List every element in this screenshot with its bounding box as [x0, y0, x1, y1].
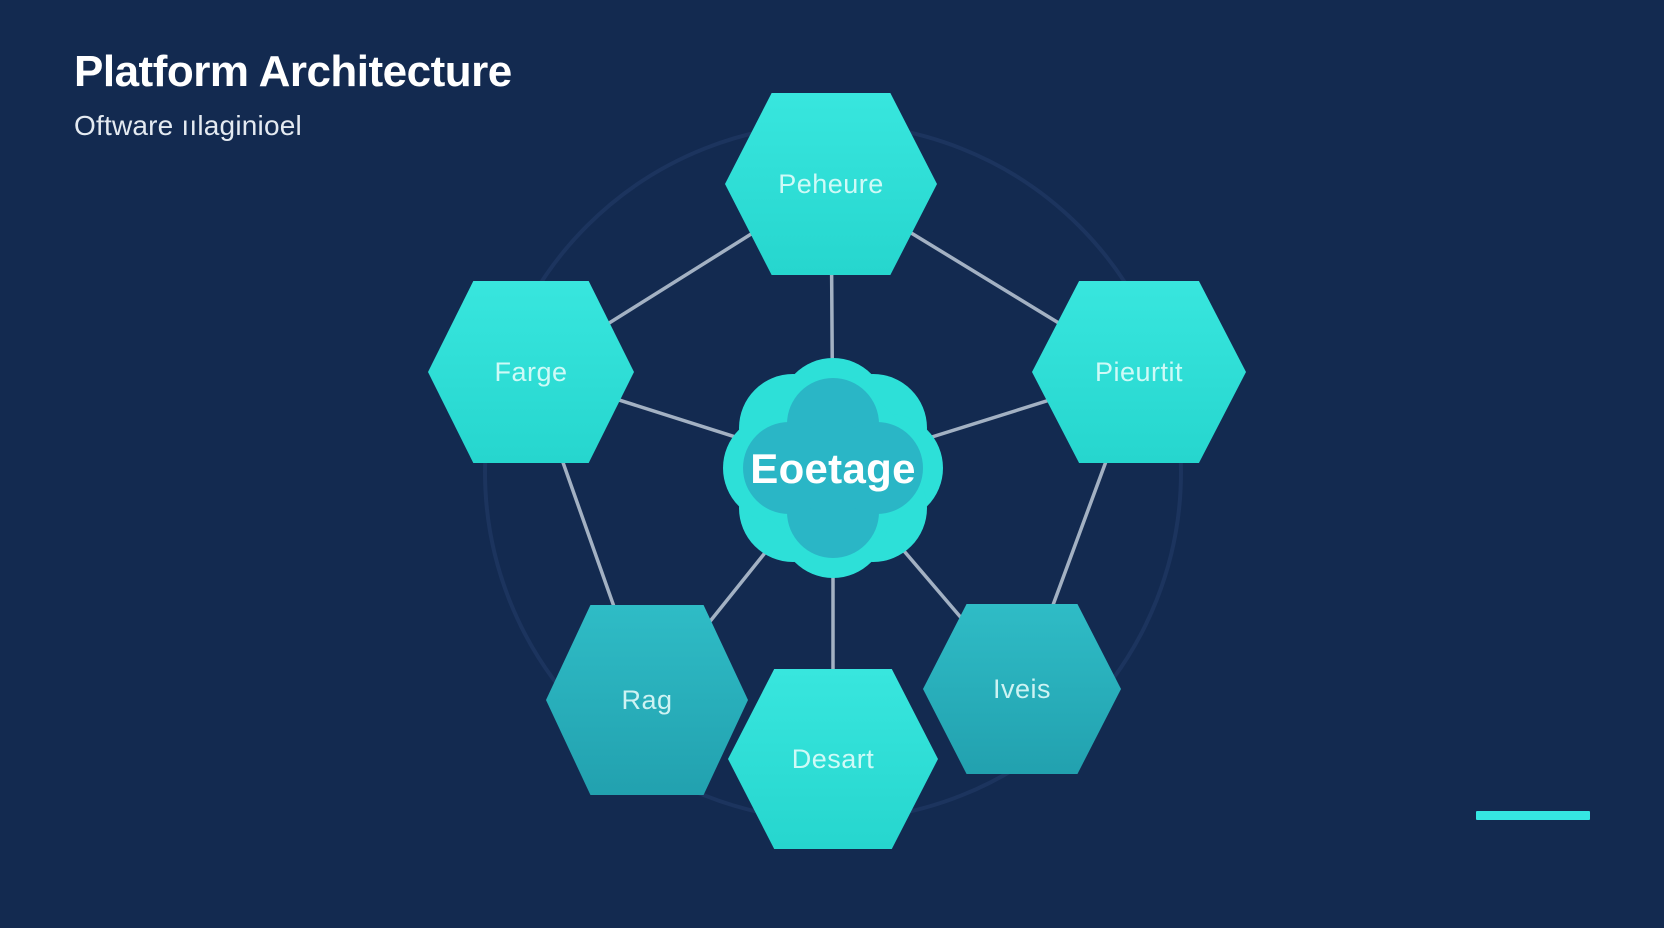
- accent-bar: [1476, 811, 1590, 820]
- header: Platform Architecture Oftware ıılaginioe…: [74, 47, 512, 142]
- node-bottom-right: Iveis: [923, 604, 1121, 774]
- node-top: Peheure: [725, 93, 937, 275]
- node-bottom-label: Desart: [791, 743, 875, 774]
- node-bottom: Desart: [728, 669, 938, 849]
- node-bottom-left-label: Rag: [621, 684, 673, 715]
- node-right: Pieurtit: [1032, 281, 1246, 463]
- node-right-label: Pieurtit: [1094, 356, 1184, 387]
- node-bottom-left: Rag: [546, 605, 748, 795]
- node-bottom-right-label: Iveis: [992, 673, 1052, 704]
- node-left-label: Farge: [494, 356, 568, 387]
- node-top-label: Peheure: [778, 168, 884, 199]
- page-subtitle: Oftware ıılaginioel: [74, 110, 302, 142]
- center-clover-shape: [743, 378, 923, 558]
- node-left: Farge: [428, 281, 634, 463]
- center-node-label: Eoetage: [750, 445, 916, 492]
- page-title: Platform Architecture: [74, 47, 512, 96]
